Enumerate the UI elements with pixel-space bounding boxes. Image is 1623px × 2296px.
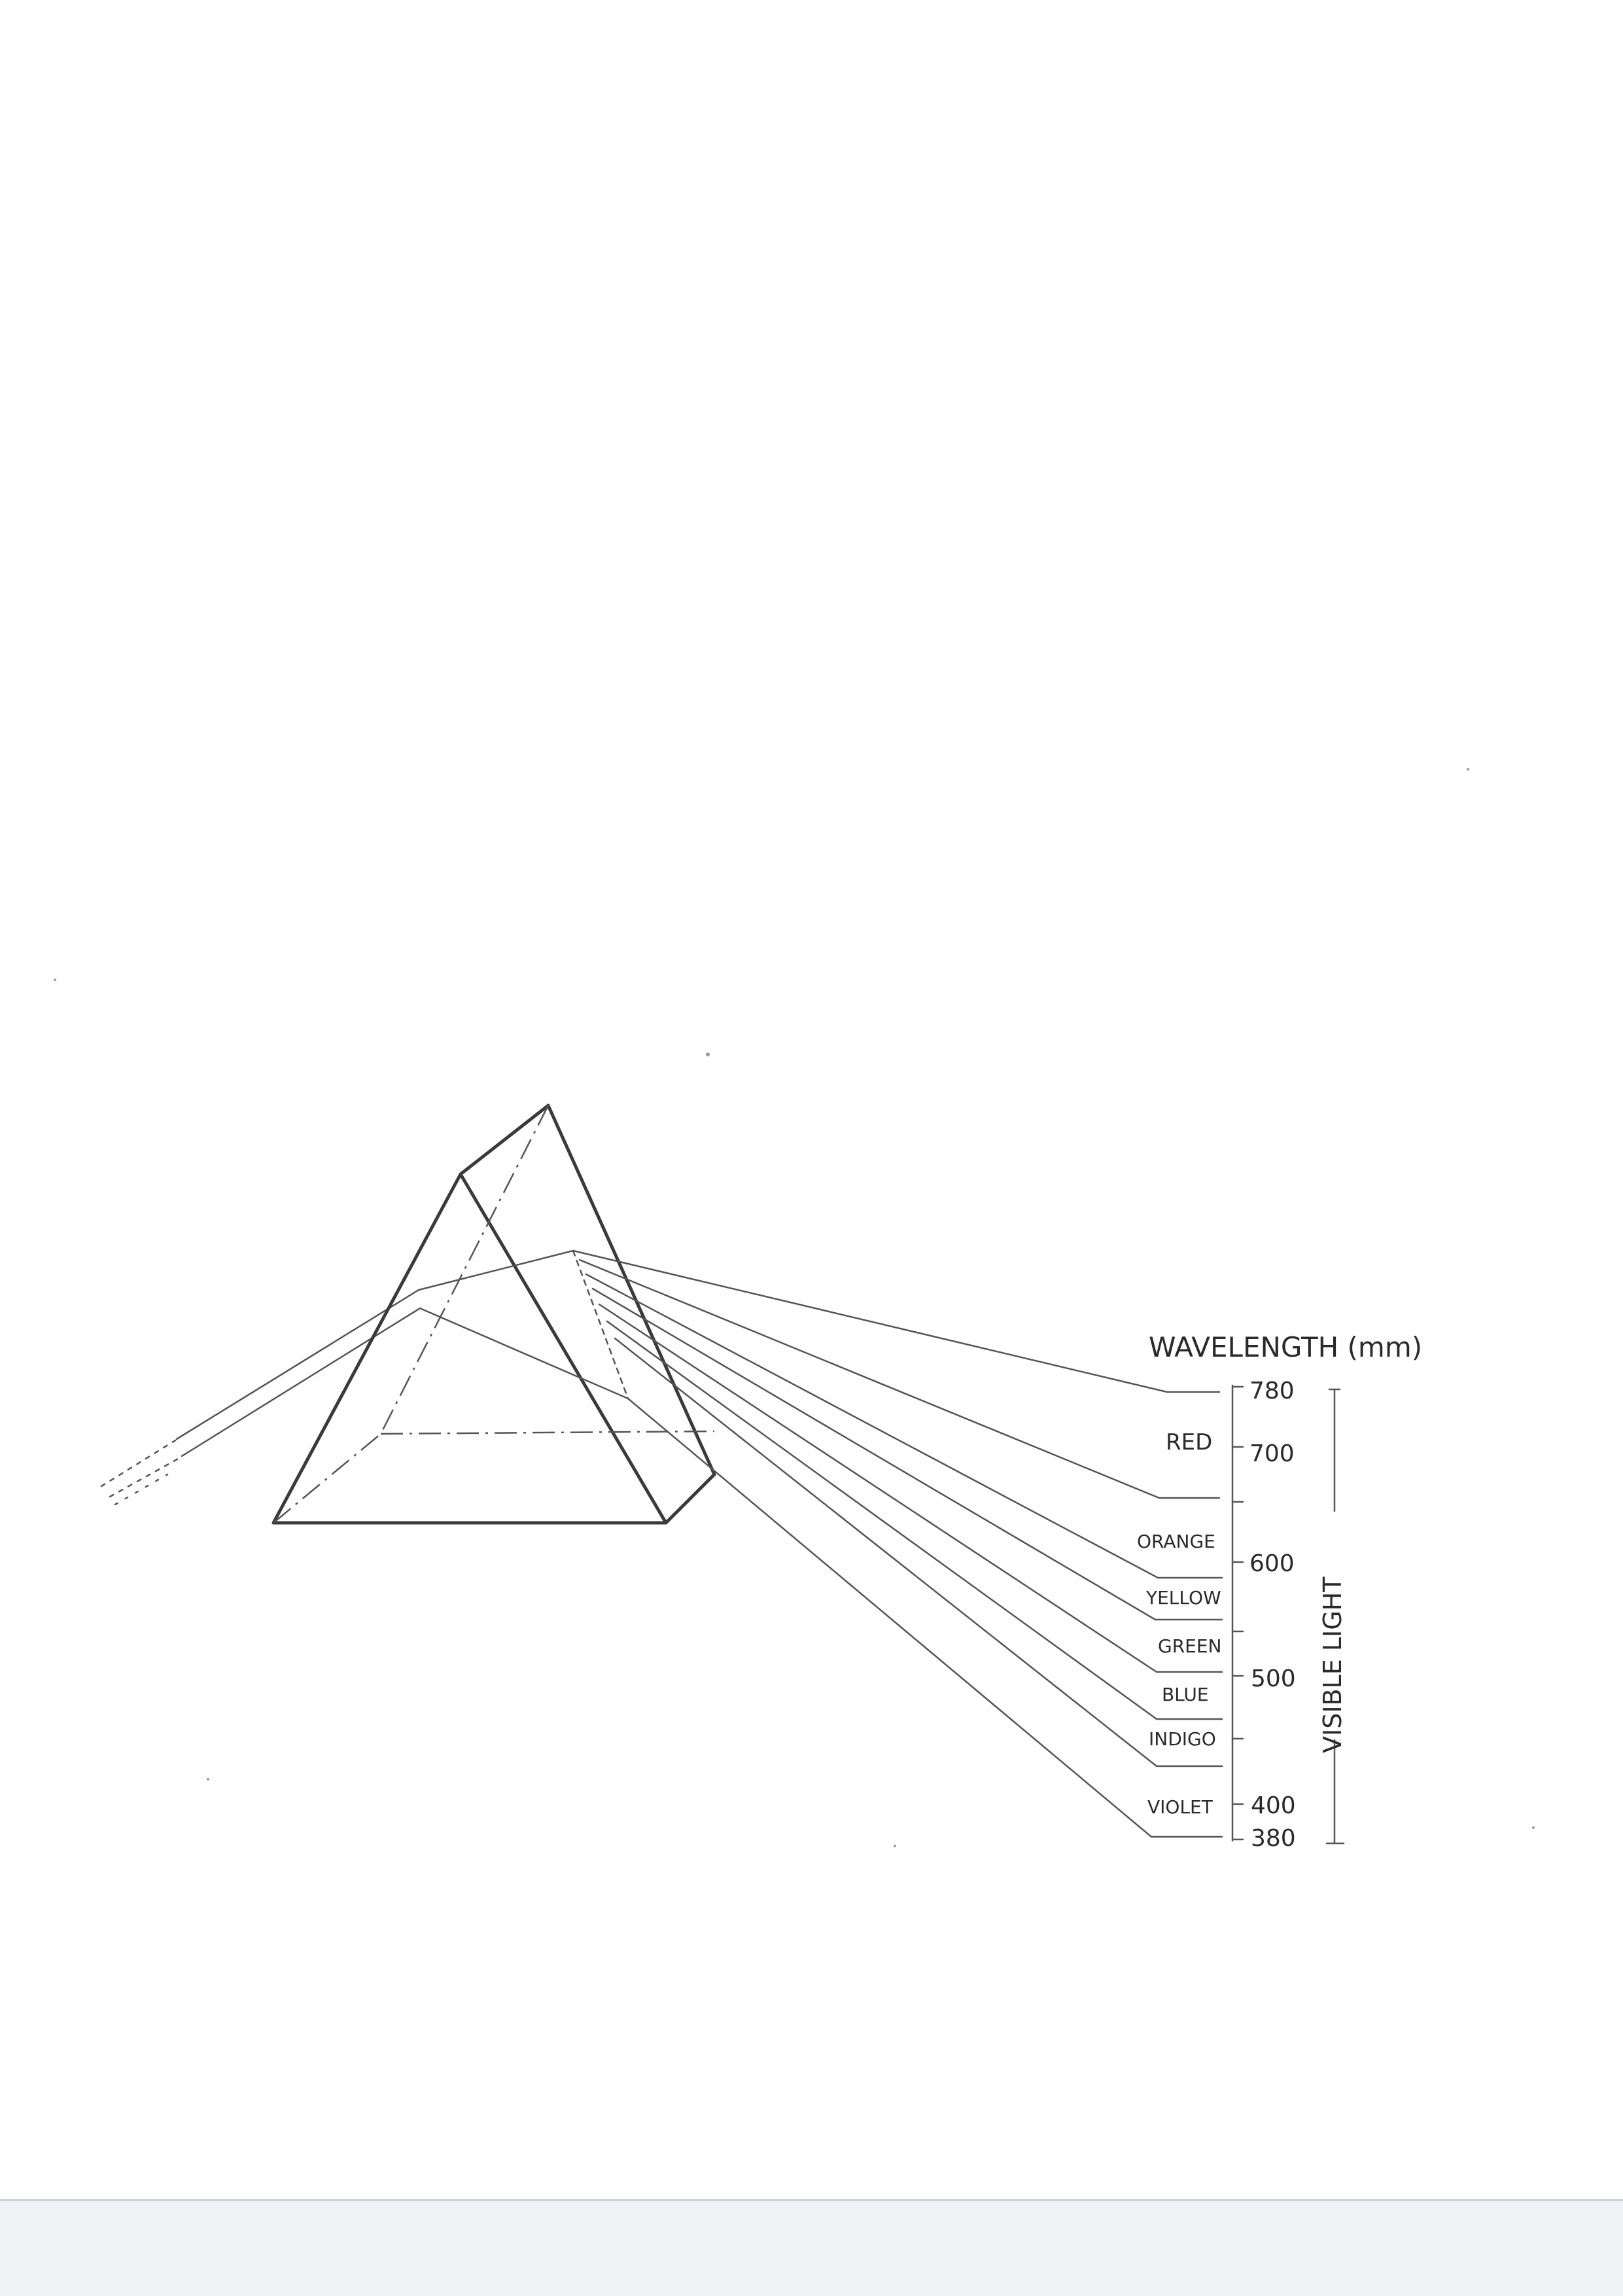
wavelength-scale: [1231, 1384, 1244, 1842]
spectrum-rays: [572, 1249, 1223, 1838]
band-label-blue: BLUE: [1162, 1684, 1209, 1705]
band-label-indigo: INDIGO: [1149, 1728, 1216, 1750]
prism-front-face: [271, 1172, 668, 1525]
prism-right-edge: [546, 1104, 716, 1476]
ray-yellow: [591, 1287, 1223, 1621]
prism-top-edge: [459, 1104, 550, 1176]
scanner-bed-edge: [0, 2199, 1623, 2296]
tick-label-380: 380: [1251, 1825, 1296, 1852]
prism-hidden-left-edge: [379, 1105, 550, 1435]
visible-light-label: VISIBLE LIGHT: [1318, 1576, 1347, 1753]
prism-base-right-edge: [664, 1472, 716, 1525]
tick-label-700: 700: [1249, 1440, 1295, 1467]
refracted-beam-inside: [417, 1249, 629, 1400]
ray-indigo: [614, 1337, 1223, 1767]
tick-label-600: 600: [1249, 1550, 1295, 1577]
ray-orange: [585, 1273, 1223, 1579]
prism-hidden-base-left-edge: [273, 1433, 381, 1523]
ray-violet: [627, 1397, 1223, 1838]
ray-red-top: [572, 1249, 1221, 1393]
axis-title: WAVELENGTH (mm): [1149, 1331, 1422, 1363]
tick-label-400: 400: [1251, 1792, 1296, 1819]
band-label-violet: VIOLET: [1147, 1796, 1213, 1818]
ray-blue: [606, 1320, 1223, 1720]
incoming-light-beam: [100, 1289, 421, 1506]
scan-specks: [54, 768, 1535, 1847]
band-label-red: RED: [1166, 1429, 1212, 1455]
prism-hidden-base-back-edge: [380, 1430, 715, 1435]
band-label-yellow: YELLOW: [1145, 1587, 1221, 1609]
visible-light-bracket: [1325, 1388, 1345, 1845]
tick-label-500: 500: [1251, 1665, 1296, 1692]
tick-label-780: 780: [1249, 1378, 1295, 1404]
triangular-prism: [271, 1104, 716, 1525]
band-label-orange: ORANGE: [1137, 1531, 1215, 1552]
ray-green: [598, 1303, 1223, 1673]
ray-red-bottom: [578, 1259, 1221, 1499]
band-label-green: GREEN: [1158, 1635, 1221, 1657]
